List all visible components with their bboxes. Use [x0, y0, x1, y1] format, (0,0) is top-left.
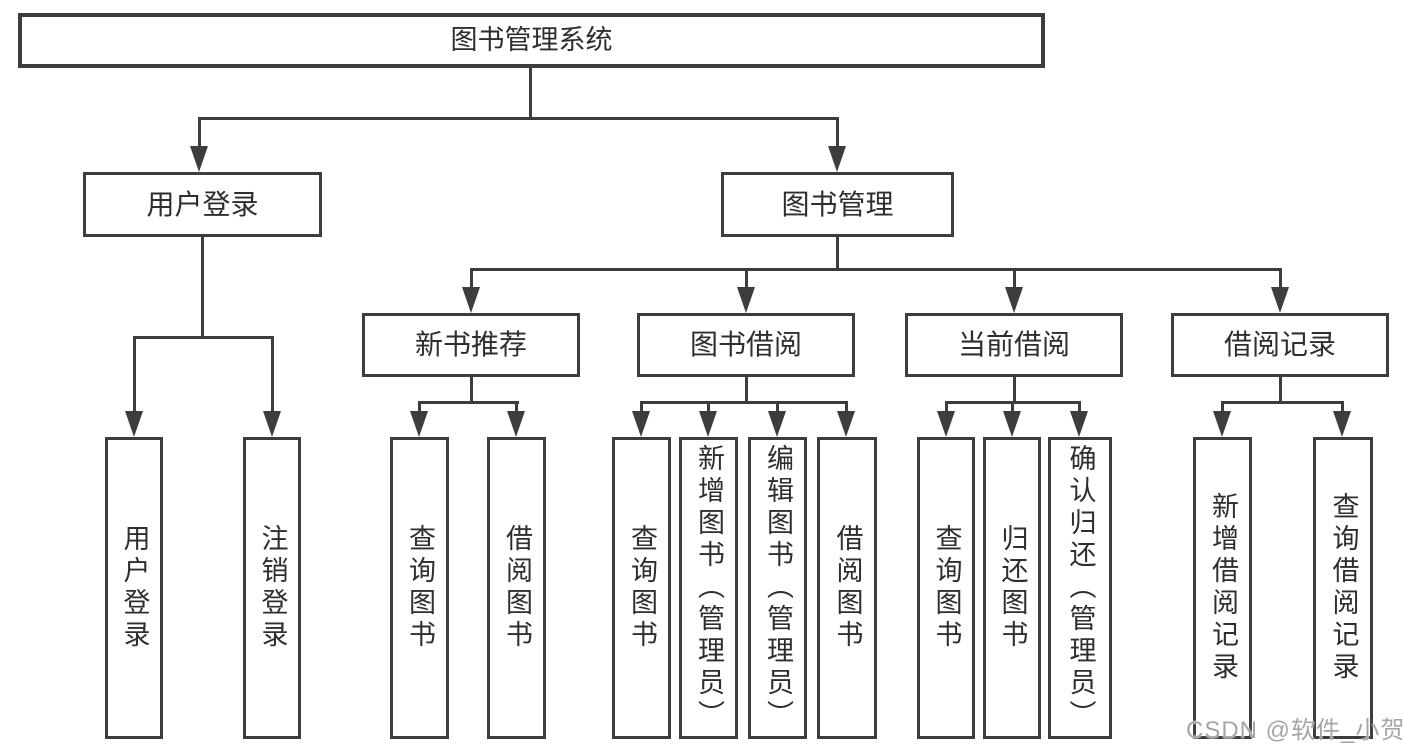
- connector-line: [836, 237, 839, 271]
- leaf-label: 注销登录: [257, 524, 288, 652]
- connector-line: [198, 117, 201, 150]
- leaf-current-query-books: 查询图书: [917, 437, 975, 739]
- leaf-borrow-edit-books-admin: 编辑图书（管理员）: [748, 437, 807, 739]
- leaf-current-confirm-return-admin: 确认归还（管理员）: [1048, 437, 1112, 739]
- node-root: 图书管理系统: [18, 13, 1045, 68]
- leaf-borrow-add-books-admin: 新增图书（管理员）: [679, 437, 738, 739]
- connector-line: [1013, 268, 1016, 292]
- connector-line: [133, 336, 136, 416]
- arrow-down-icon: [1271, 287, 1289, 313]
- node-book-borrow-label: 图书借阅: [689, 329, 802, 360]
- connector-line: [641, 401, 848, 404]
- connector-line: [529, 68, 532, 119]
- connector-line: [745, 377, 748, 404]
- node-book-borrow: 图书借阅: [637, 313, 855, 377]
- node-borrow-records-label: 借阅记录: [1223, 329, 1336, 360]
- leaf-logout: 注销登录: [243, 437, 301, 739]
- connector-line: [201, 237, 204, 339]
- node-new-book-recommend-label: 新书推荐: [414, 329, 527, 360]
- leaf-current-return-books: 归还图书: [983, 437, 1041, 739]
- connector-line: [776, 401, 779, 417]
- leaf-label: 归还图书: [997, 524, 1028, 652]
- arrow-down-icon: [1070, 411, 1088, 437]
- connector-line: [199, 117, 839, 120]
- connector-line: [1013, 377, 1016, 404]
- leaf-recommend-query-books: 查询图书: [390, 437, 449, 739]
- leaf-user-login: 用户登录: [105, 437, 163, 739]
- leaf-label: 新增图书（管理员）: [694, 444, 724, 732]
- arrow-down-icon: [190, 146, 208, 172]
- node-borrow-records: 借阅记录: [1171, 313, 1389, 377]
- node-current-borrow-label: 当前借阅: [957, 329, 1070, 360]
- leaf-label: 用户登录: [119, 524, 150, 652]
- connector-line: [1341, 401, 1344, 417]
- connector-line: [1279, 268, 1282, 292]
- connector-line: [707, 401, 710, 417]
- leaf-label: 确认归还（管理员）: [1065, 444, 1096, 732]
- leaf-label: 查询图书: [627, 524, 657, 652]
- leaf-borrow-borrow-books: 借阅图书: [817, 437, 877, 739]
- arrow-down-icon: [837, 411, 855, 437]
- node-book-management-label: 图书管理: [781, 188, 894, 220]
- connector-line: [418, 401, 421, 417]
- arrow-down-icon: [1213, 411, 1231, 437]
- arrow-down-icon: [699, 411, 717, 437]
- leaf-label: 新增借阅记录: [1208, 492, 1238, 684]
- node-book-management: 图书管理: [721, 172, 954, 237]
- arrow-down-icon: [937, 411, 955, 437]
- arrow-down-icon: [263, 411, 281, 437]
- arrow-down-icon: [1005, 287, 1023, 313]
- node-user-login: 用户登录: [83, 172, 322, 237]
- connector-line: [945, 401, 948, 417]
- leaf-label: 查询图书: [931, 524, 962, 652]
- connector-line: [470, 377, 473, 404]
- leaf-recommend-borrow-books: 借阅图书: [487, 437, 546, 739]
- leaf-records-add-record: 新增借阅记录: [1193, 437, 1252, 739]
- arrow-down-icon: [768, 411, 786, 437]
- node-new-book-recommend: 新书推荐: [362, 313, 580, 377]
- connector-line: [515, 401, 518, 417]
- connector-line: [419, 401, 519, 404]
- node-current-borrow: 当前借阅: [905, 313, 1123, 377]
- connector-line: [1279, 377, 1282, 404]
- arrow-down-icon: [828, 146, 846, 172]
- leaf-label: 借阅图书: [832, 524, 863, 652]
- connector-line: [836, 117, 839, 150]
- connector-line: [471, 268, 1282, 271]
- arrow-down-icon: [1333, 411, 1351, 437]
- arrow-down-icon: [507, 411, 525, 437]
- connector-line: [1011, 401, 1014, 417]
- leaf-label: 借阅图书: [502, 524, 532, 652]
- arrow-down-icon: [737, 287, 755, 313]
- connector-line: [133, 336, 274, 339]
- leaf-label: 编辑图书（管理员）: [763, 444, 793, 732]
- connector-line: [1222, 401, 1343, 404]
- connector-line: [470, 268, 473, 292]
- csdn-watermark: CSDN @软件_小贺同学: [1186, 717, 1405, 744]
- node-root-label: 图书管理系统: [450, 25, 613, 55]
- arrow-down-icon: [632, 411, 650, 437]
- connector-line: [1221, 401, 1224, 417]
- connector-line: [640, 401, 643, 417]
- connector-line: [845, 401, 848, 417]
- leaf-records-query-record: 查询借阅记录: [1313, 437, 1373, 739]
- connector-line: [745, 268, 748, 292]
- leaf-label: 查询借阅记录: [1328, 492, 1359, 684]
- arrow-down-icon: [125, 411, 143, 437]
- arrow-down-icon: [410, 411, 428, 437]
- node-user-login-label: 用户登录: [146, 188, 259, 220]
- connector-line: [271, 336, 274, 416]
- leaf-borrow-query-books: 查询图书: [612, 437, 671, 739]
- leaf-label: 查询图书: [405, 524, 435, 652]
- arrow-down-icon: [1003, 411, 1021, 437]
- arrow-down-icon: [462, 287, 480, 313]
- connector-line: [1078, 401, 1081, 417]
